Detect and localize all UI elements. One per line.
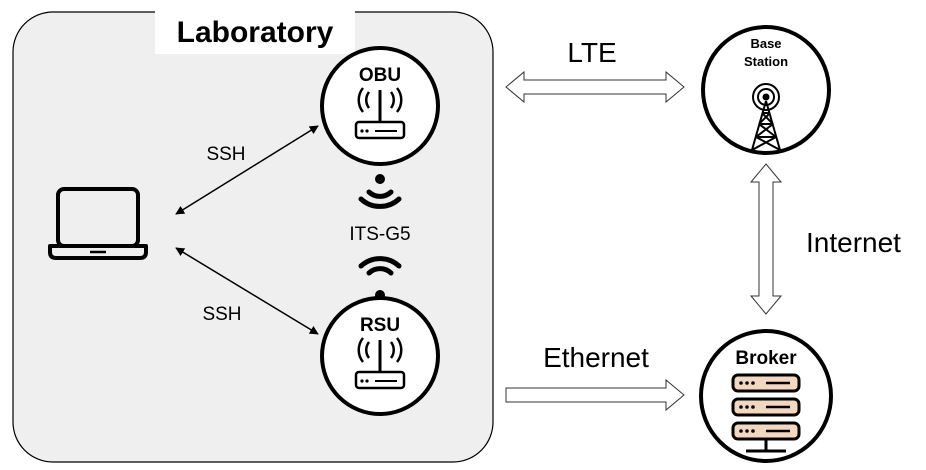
internet-label: Internet [806,227,901,258]
wifi-up-dot [375,290,385,300]
obu-router-icon [354,87,406,140]
wifi-up-icon [358,256,402,276]
ethernet-arrow [505,378,685,412]
ssh-top-label: SSH [206,144,245,165]
base-station-label-line2: Station [744,54,788,69]
wifi-down-dot [375,174,385,184]
broker-node: Broker [699,329,833,463]
base-station-label-line1: Base [750,36,781,51]
cell-tower-icon [751,83,781,151]
ssh-arrow-bottom [175,247,319,335]
ethernet-label: Ethernet [543,342,649,373]
laboratory-title: Laboratory [177,16,334,49]
base-station-node: Base Station [701,25,831,155]
lte-arrow [505,70,685,104]
its-g5-label: ITS-G5 [349,224,410,245]
obu-label: OBU [359,65,401,86]
rsu-label: RSU [360,315,400,336]
broker-label: Broker [735,348,797,369]
lte-label: LTE [567,37,616,68]
ssh-arrow-top [175,125,319,215]
internet-arrow [749,163,783,315]
laptop-icon [48,187,148,260]
laboratory-title-backdrop [155,8,355,54]
wifi-down-icon [358,189,402,209]
server-rack-icon [731,373,801,453]
rsu-router-icon [354,337,406,390]
obu-node: OBU [320,46,440,166]
rsu-node: RSU [320,296,440,416]
ssh-bottom-label: SSH [202,304,241,325]
